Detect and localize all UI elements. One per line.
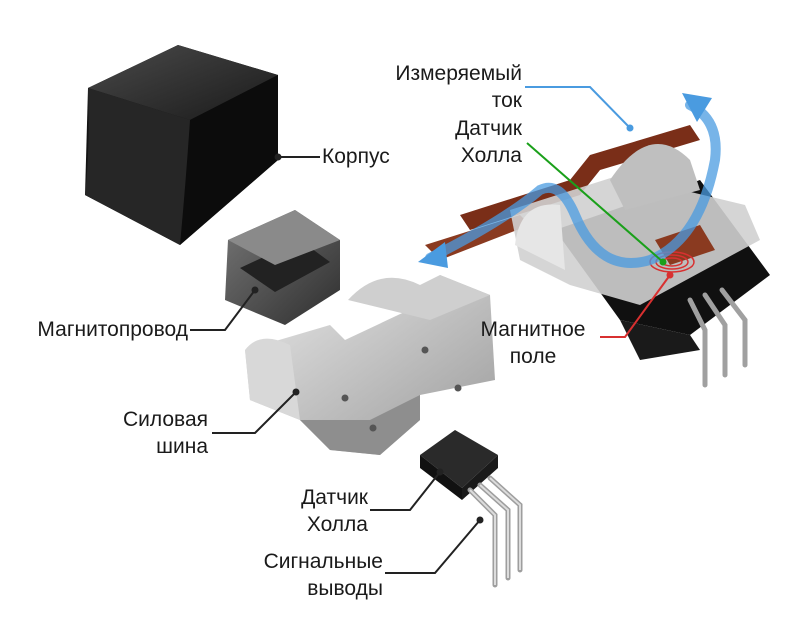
label-signal-leads-line2: выводы [307,577,383,600]
label-magnetic-field-line1: Магнитное [480,318,586,341]
label-hall-sensor-top-line1: Датчик [455,117,522,140]
label-busbar-line1: Силовая [122,408,208,431]
label-magnetic-field-line2: поле [509,345,557,368]
label-signal-leads-line1: Сигнальные [263,550,383,573]
label-measured-current-line1: Измеряемый [395,62,522,85]
assembled-leads [687,287,748,388]
label-magnetic-core: Магнитопровод [37,318,188,341]
label-hall-sensor-line2: Холла [306,513,368,536]
label-hall-sensor-top-line2: Холла [460,144,522,167]
leader-lines [190,86,674,574]
magnetic-core [225,210,340,325]
label-measured-current-line2: ток [491,89,522,112]
label-housing: Корпус [322,145,390,168]
current-flow-arrow [418,93,721,268]
label-busbar-line2: шина [156,435,208,458]
busbar [245,275,495,455]
housing-block [85,45,278,245]
label-hall-sensor-line1: Датчик [301,486,368,509]
